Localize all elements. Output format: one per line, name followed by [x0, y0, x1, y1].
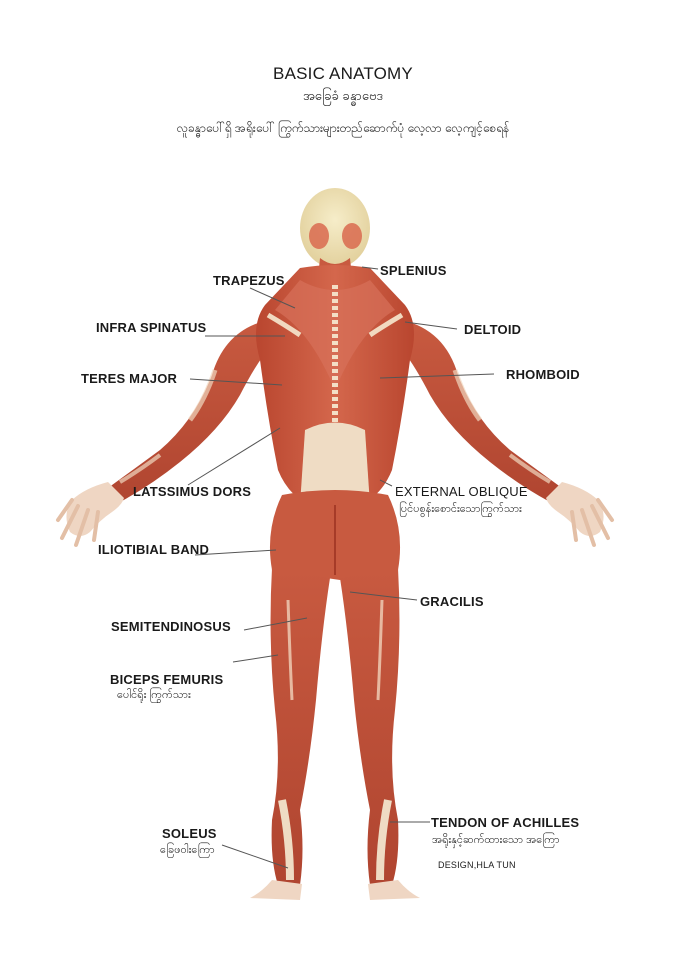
leader-external-oblique: [379, 479, 393, 487]
legs: [250, 490, 420, 900]
label-splenius: SPLENIUS: [380, 263, 447, 278]
label-trapezus: TRAPEZUS: [213, 273, 285, 288]
label-iliotibial-band: ILIOTIBIAL BAND: [98, 542, 210, 557]
leader-teres-major: [189, 378, 283, 386]
label-external-oblique: EXTERNAL OBLIQUE: [395, 484, 528, 499]
label-external-oblique-sub: ပြင်ပစွန်းစောင်းသောကြွက်သား: [399, 503, 522, 515]
label-infra-spinatus: INFRA SPINATUS: [96, 320, 207, 335]
leader-soleus: [221, 844, 289, 869]
leader-rhomboid: [379, 373, 495, 379]
leader-deltoid: [404, 321, 458, 330]
label-soleus-sub: ခြေဖဝါးကြော: [160, 844, 215, 856]
label-latssimus-dors: LATSSIMUS DORS: [133, 484, 252, 499]
design-credit: DESIGN,HLA TUN: [438, 860, 516, 870]
torso: [256, 265, 414, 513]
leader-latssimus-dors: [187, 427, 281, 486]
label-deltoid: DELTOID: [464, 322, 522, 337]
label-biceps-femuris: BICEPS FEMURIS: [110, 672, 224, 687]
leader-trapezus: [249, 287, 296, 309]
leader-iliotibial-band: [194, 549, 277, 556]
label-tendon-of-achilles: TENDON OF ACHILLES: [431, 815, 580, 830]
page-tagline: လူခန္ဓာပေါ်ရှိ အရိုးပေါ် ကြွက်သားများတည်…: [176, 121, 510, 135]
page-subtitle: အခြေခံ ခန္ဓာဗေဒ: [302, 88, 384, 103]
leader-gracilis: [349, 591, 418, 601]
leader-semitendinosus: [243, 617, 308, 631]
label-semitendinosus: SEMITENDINOSUS: [111, 619, 231, 634]
label-soleus: SOLEUS: [162, 826, 217, 841]
leader-biceps-femuris: [232, 654, 279, 663]
label-rhomboid: RHOMBOID: [506, 367, 580, 382]
label-teres-major: TERES MAJOR: [81, 371, 178, 386]
page-title: BASIC ANATOMY: [273, 64, 413, 83]
left-arm: [56, 320, 272, 547]
label-gracilis: GRACILIS: [420, 594, 484, 609]
label-tendon-of-achilles-sub: အရိုးနှင့်ဆက်ထားသော အကြော: [432, 834, 560, 846]
leader-lines: [187, 266, 495, 869]
leader-splenius: [361, 266, 379, 270]
right-arm: [398, 320, 614, 547]
label-biceps-femuris-sub: ပေါင်ရိုး ကြွက်သား: [117, 689, 191, 701]
